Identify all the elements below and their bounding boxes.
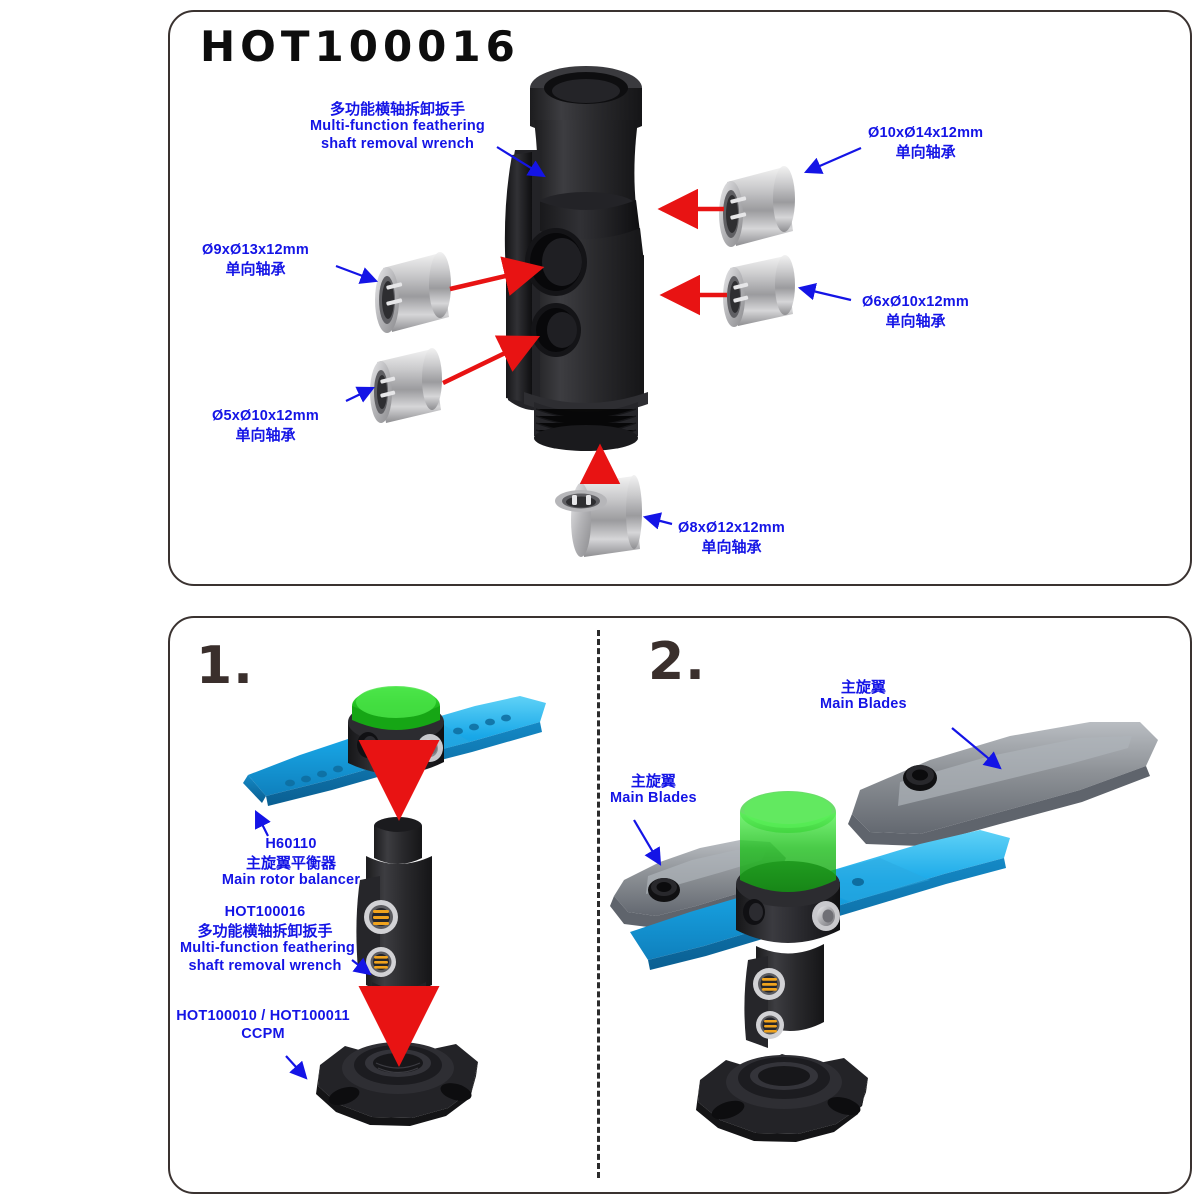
page-title: HOT100016	[200, 22, 520, 71]
label-size: Ø6xØ10x12mm	[862, 294, 969, 310]
label-bearing-9x13x12: Ø9xØ13x12mm 单向轴承	[202, 242, 309, 278]
label-en-line1: Multi-function feathering	[310, 118, 485, 135]
label-en: Main Blades	[820, 696, 907, 713]
label-main-rotor-balancer: H60110 主旋翼平衡器 Main rotor balancer	[196, 836, 386, 890]
label-size: Ø8xØ12x12mm	[678, 520, 785, 536]
label-cn: 主旋翼平衡器	[245, 853, 336, 872]
label-en: CCPM	[241, 1025, 285, 1042]
step-2-number: 2.	[648, 632, 706, 692]
label-bearing-5x10x12: Ø5xØ10x12mm 单向轴承	[212, 408, 319, 444]
label-code: HOT100010 / HOT100011	[176, 1008, 350, 1024]
step-divider	[597, 630, 600, 1178]
label-bearing-10x14x12: Ø10xØ14x12mm 单向轴承	[868, 125, 983, 161]
label-size: Ø5xØ10x12mm	[212, 408, 319, 424]
label-bearing-8x12x12: Ø8xØ12x12mm 单向轴承	[678, 520, 785, 556]
label-cn: 单向轴承	[895, 142, 956, 161]
label-cn: 单向轴承	[235, 425, 296, 444]
label-cn: 单向轴承	[885, 311, 946, 330]
label-wrench-step1: HOT100016 多功能横轴拆卸扳手 Multi-function feath…	[180, 904, 355, 975]
label-multi-function-wrench: 多功能横轴拆卸扳手 Multi-function feathering shaf…	[310, 100, 485, 154]
label-cn: 单向轴承	[701, 537, 762, 556]
step-1-number: 1.	[196, 636, 254, 696]
label-code: H60110	[265, 836, 317, 852]
label-cn: 单向轴承	[225, 259, 286, 278]
label-en-line2: shaft removal wrench	[188, 957, 342, 974]
label-main-blades-right: 主旋翼 Main Blades	[820, 678, 907, 714]
label-en-line2: shaft removal wrench	[320, 135, 475, 152]
label-main-blades-left: 主旋翼 Main Blades	[610, 772, 697, 808]
label-cn: 多功能横轴拆卸扳手	[329, 100, 465, 118]
label-cn: 多功能横轴拆卸扳手	[197, 921, 333, 940]
label-en: Main Blades	[610, 790, 697, 807]
label-ccpm: HOT100010 / HOT100011 CCPM	[172, 1008, 354, 1043]
label-cn: 主旋翼	[840, 678, 886, 696]
label-cn: 主旋翼	[630, 772, 676, 790]
label-en: Main rotor balancer	[221, 871, 361, 888]
panel-parts-overview	[168, 10, 1192, 586]
label-code: HOT100016	[224, 904, 306, 920]
label-size: Ø9xØ13x12mm	[202, 242, 309, 258]
label-bearing-6x10x12: Ø6xØ10x12mm 单向轴承	[862, 294, 969, 330]
label-en-line1: Multi-function feathering	[180, 939, 355, 956]
label-size: Ø10xØ14x12mm	[868, 125, 984, 141]
